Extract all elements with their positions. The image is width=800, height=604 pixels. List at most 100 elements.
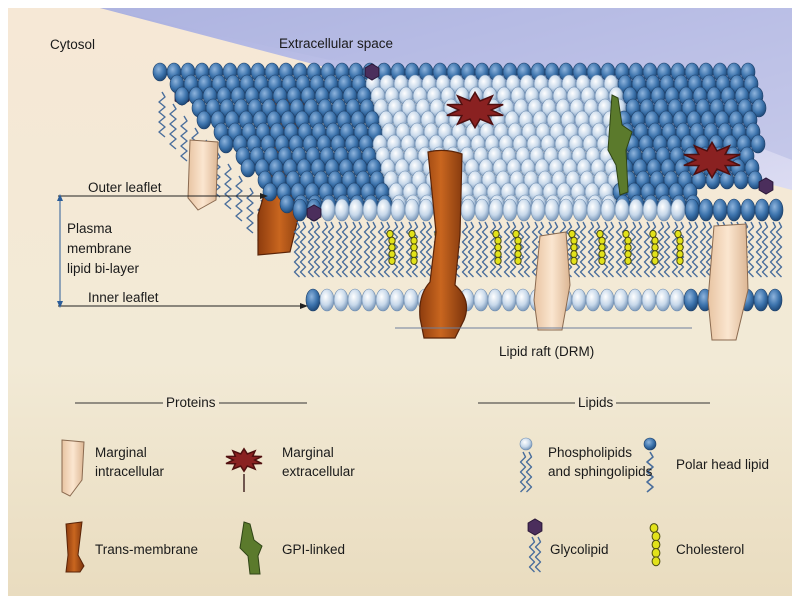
raft-lipid-head bbox=[544, 198, 560, 222]
lipid-tail bbox=[475, 221, 483, 278]
glycolipid-head-right bbox=[758, 177, 774, 195]
lipid-tail bbox=[180, 115, 188, 162]
legend-marginal-intracellular-line2: intracellular bbox=[95, 464, 165, 479]
lipid-tail bbox=[349, 221, 357, 278]
lipid-tail bbox=[419, 221, 427, 278]
raft-lipid-head bbox=[390, 198, 406, 222]
cholesterol-ring bbox=[598, 243, 606, 252]
lipid-tail bbox=[509, 221, 517, 278]
arrow-head bbox=[57, 194, 63, 201]
lipid-tail bbox=[775, 221, 783, 278]
cholesterol-ring bbox=[676, 256, 684, 265]
phospholipid-head bbox=[751, 98, 767, 118]
raft-lipid-head bbox=[628, 198, 644, 222]
lipid-tail bbox=[369, 221, 377, 278]
cholesterol-ring bbox=[651, 236, 659, 245]
raft-lipid-head bbox=[516, 198, 532, 222]
lipid-tail bbox=[321, 221, 329, 278]
raft-lipid-head bbox=[669, 288, 685, 312]
glycolipid-icon bbox=[527, 518, 543, 536]
marginal-intracellular-protein-right bbox=[707, 223, 749, 341]
lipid-tail bbox=[397, 221, 405, 278]
cholesterol-ring bbox=[388, 243, 396, 252]
phospholipid-head bbox=[712, 198, 728, 222]
cholesterol-ring bbox=[388, 250, 396, 259]
raft-lipid-head bbox=[501, 288, 517, 312]
lipid-tail bbox=[461, 221, 469, 278]
gpi-linked-icon bbox=[239, 521, 263, 575]
raft-lipid-head bbox=[571, 288, 587, 312]
raft-lipid-head bbox=[319, 288, 335, 312]
lipid-tail bbox=[307, 221, 315, 278]
cholesterol-ring bbox=[410, 250, 418, 259]
cholesterol-ring bbox=[651, 531, 661, 542]
legend-marginal-extracellular-line1: Marginal bbox=[282, 445, 334, 460]
cholesterol-ring bbox=[514, 236, 522, 245]
raft-lipid-head bbox=[627, 288, 643, 312]
cholesterol-ring bbox=[598, 236, 606, 245]
cholesterol-ring bbox=[386, 229, 394, 239]
lipid-tail bbox=[747, 221, 755, 278]
legend-phospholipids-line2: and sphingolipids bbox=[548, 464, 653, 479]
arrow-head bbox=[300, 303, 308, 309]
lipid-tail bbox=[503, 221, 511, 278]
cytosol-label: Cytosol bbox=[50, 37, 96, 52]
phospholipid-head bbox=[767, 288, 783, 312]
raft-lipid-head bbox=[502, 198, 518, 222]
trans-membrane-protein bbox=[419, 149, 468, 339]
cholesterol-ring bbox=[651, 548, 661, 558]
phospholipid-head bbox=[768, 198, 784, 222]
cholesterol-ring bbox=[624, 243, 632, 252]
phospholipid-head bbox=[218, 134, 234, 154]
raft-lipid-head bbox=[375, 288, 391, 312]
phospholipid-head bbox=[753, 288, 769, 312]
lipid-tail bbox=[169, 103, 177, 150]
marginal-extracellular-protein bbox=[446, 90, 504, 130]
marginal-extracellular-protein-right bbox=[683, 140, 741, 180]
proteins-heading: Proteins bbox=[163, 396, 219, 410]
lipid-tail bbox=[293, 221, 301, 278]
cholesterol-ring bbox=[624, 256, 632, 265]
raft-lipid-head bbox=[334, 198, 350, 222]
cholesterol-ring bbox=[494, 250, 502, 259]
legend-polar-head-lipid: Polar head lipid bbox=[676, 457, 770, 472]
raft-lipid-head bbox=[473, 288, 489, 312]
cholesterol-ring bbox=[596, 229, 604, 239]
phospholipid-head bbox=[754, 198, 770, 222]
phospholipid-head bbox=[292, 198, 308, 222]
cholesterol-ring bbox=[492, 229, 500, 239]
raft-lipid-head bbox=[515, 288, 531, 312]
phospholipid-head bbox=[305, 288, 321, 312]
cholesterol-ring bbox=[651, 256, 659, 265]
phospholipid-head bbox=[152, 62, 168, 82]
cholesterol-ring bbox=[598, 250, 606, 259]
lipid-tail bbox=[629, 221, 637, 278]
trans-membrane-icon bbox=[65, 521, 85, 573]
cholesterol-ring bbox=[388, 236, 396, 245]
cholesterol-ring bbox=[568, 229, 576, 239]
lipid-tail bbox=[699, 221, 707, 278]
extracellular-space-label: Extracellular space bbox=[279, 36, 394, 51]
cholesterol-ring bbox=[494, 236, 502, 245]
lipid-tail bbox=[299, 221, 307, 278]
lipid-tail bbox=[646, 451, 654, 493]
lipid-tail bbox=[761, 221, 769, 278]
raft-lipid-head bbox=[403, 288, 419, 312]
raft-lipid-head bbox=[585, 288, 601, 312]
lipid-tail bbox=[579, 221, 587, 278]
raft-lipid-head bbox=[333, 288, 349, 312]
lipid-tail bbox=[235, 175, 243, 222]
cholesterol-ring bbox=[494, 256, 502, 265]
cholesterol-ring bbox=[388, 256, 396, 265]
raft-lipid-head bbox=[613, 288, 629, 312]
lipid-tail bbox=[593, 221, 601, 278]
lipid-tail bbox=[587, 221, 595, 278]
lipid-tail bbox=[383, 221, 391, 278]
cholesterol-ring bbox=[514, 256, 522, 265]
cholesterol-ring bbox=[649, 229, 657, 239]
lipid-tail bbox=[363, 221, 371, 278]
cholesterol-ring bbox=[676, 250, 684, 259]
raft-lipid-head bbox=[614, 198, 630, 222]
